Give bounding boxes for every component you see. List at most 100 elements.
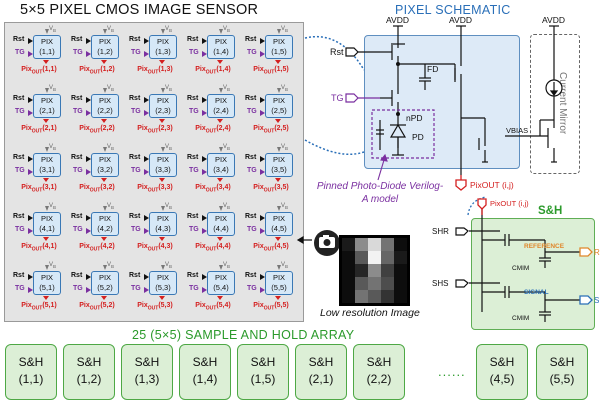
low-res-pixel-4-4 bbox=[381, 277, 394, 290]
fd-capacitor bbox=[419, 64, 431, 90]
low-res-pixel-5-3 bbox=[368, 290, 381, 303]
pixout-arrow-icon bbox=[217, 60, 223, 64]
pixout-label: PixOUT(5,4) bbox=[195, 302, 231, 312]
vb-arrow-icon bbox=[219, 206, 223, 211]
vb-label: VB bbox=[49, 144, 57, 152]
tg-label: TG bbox=[15, 49, 25, 56]
tg-label: TG bbox=[15, 285, 25, 292]
sample-hold-circuit bbox=[469, 205, 580, 322]
low-res-pixel-1-2 bbox=[355, 238, 368, 251]
low-res-pixel-1-5 bbox=[394, 238, 407, 251]
sample-hold-input-port bbox=[477, 198, 487, 215]
pixout-arrow-icon bbox=[275, 119, 281, 123]
sh-block-label: S&H bbox=[489, 355, 515, 369]
low-res-pixel-5-1 bbox=[342, 290, 355, 303]
pixout-arrow-icon bbox=[159, 60, 165, 64]
schematic-pixout-port bbox=[455, 175, 467, 191]
tg-label: TG bbox=[15, 108, 25, 115]
sh-block-label: S&H bbox=[250, 355, 276, 369]
vb-label: VB bbox=[281, 262, 289, 270]
sh-input-label: PixOUT (i,j) bbox=[490, 199, 529, 208]
camera-arrow bbox=[296, 235, 312, 245]
low-res-pixel-1-4 bbox=[381, 238, 394, 251]
pixout-label: PixOUT(5,1) bbox=[21, 302, 57, 312]
rst-arrow-icon bbox=[260, 156, 265, 162]
vb-label: VB bbox=[107, 203, 115, 211]
pix-block: PIX(1,5) bbox=[265, 35, 293, 59]
rst-arrow-icon bbox=[86, 274, 91, 280]
pixout-label: PixOUT(2,1) bbox=[21, 125, 57, 135]
pix-block: PIX(2,4) bbox=[207, 94, 235, 118]
vb-arrow-icon bbox=[45, 206, 49, 211]
rst-label: Rst bbox=[187, 272, 199, 279]
tg-arrow-icon bbox=[202, 287, 207, 293]
npd-label: nPD bbox=[406, 113, 423, 123]
pixout-label: PixOUT(5,2) bbox=[79, 302, 115, 312]
low-res-pixel-2-2 bbox=[355, 251, 368, 264]
rst-arrow-icon bbox=[28, 274, 33, 280]
tg-label: TG bbox=[73, 167, 83, 174]
rst-label: Rst bbox=[245, 36, 257, 43]
rst-label: Rst bbox=[129, 36, 141, 43]
rst-label: Rst bbox=[13, 95, 25, 102]
tg-label: TG bbox=[15, 226, 25, 233]
tg-arrow-icon bbox=[28, 169, 33, 175]
pixout-label: PixOUT(4,2) bbox=[79, 243, 115, 253]
rst-label: Rst bbox=[129, 213, 141, 220]
vb-label: VB bbox=[223, 26, 231, 34]
tg-label: TG bbox=[131, 108, 141, 115]
low-res-pixel-3-5 bbox=[394, 264, 407, 277]
tg-arrow-icon bbox=[202, 51, 207, 57]
pix-block: PIX(2,5) bbox=[265, 94, 293, 118]
vb-arrow-icon bbox=[103, 206, 107, 211]
tg-arrow-icon bbox=[260, 51, 265, 57]
pix-block: PIX(1,3) bbox=[149, 35, 177, 59]
pixout-label: PixOUT(1,5) bbox=[253, 66, 289, 76]
sh-array-ellipsis: ...... bbox=[438, 364, 466, 379]
pix-block: PIX(1,1) bbox=[33, 35, 61, 59]
sh-block-label: S&H bbox=[134, 355, 160, 369]
sample-hold-shs-port bbox=[455, 279, 469, 288]
tg-label: TG bbox=[73, 226, 83, 233]
pix-block: PIX(3,3) bbox=[149, 153, 177, 177]
sh-block-2-2: S&H(2,2) bbox=[353, 344, 405, 400]
rst-label: Rst bbox=[71, 213, 83, 220]
sh-block-1-2: S&H(1,2) bbox=[63, 344, 115, 400]
tg-arrow-icon bbox=[260, 169, 265, 175]
vb-label: VB bbox=[281, 85, 289, 93]
rst-label: Rst bbox=[71, 272, 83, 279]
rst-arrow-icon bbox=[86, 38, 91, 44]
rst-label: Rst bbox=[187, 213, 199, 220]
pixout-arrow-icon bbox=[43, 296, 49, 300]
vb-label: VB bbox=[107, 262, 115, 270]
pixel-schematic-circuit bbox=[380, 26, 530, 175]
low-res-pixel-3-1 bbox=[342, 264, 355, 277]
vb-label: VB bbox=[49, 203, 57, 211]
rst-arrow-icon bbox=[260, 97, 265, 103]
vb-arrow-icon bbox=[219, 147, 223, 152]
tg-arrow-icon bbox=[28, 287, 33, 293]
pixout-arrow-icon bbox=[275, 60, 281, 64]
tg-arrow-icon bbox=[260, 228, 265, 234]
rst-arrow-icon bbox=[202, 274, 207, 280]
vbias-label: VBIAS bbox=[506, 126, 528, 135]
cmim-2-label: CMIM bbox=[512, 315, 529, 322]
pix-block: PIX(2,2) bbox=[91, 94, 119, 118]
low-res-image bbox=[339, 235, 410, 306]
low-res-pixel-2-1 bbox=[342, 251, 355, 264]
rst-label: Rst bbox=[129, 154, 141, 161]
camera-icon bbox=[314, 230, 340, 256]
sh-block-2-1: S&H(2,1) bbox=[295, 344, 347, 400]
low-res-pixel-3-3 bbox=[368, 264, 381, 277]
pixout-arrow-icon bbox=[159, 119, 165, 123]
pixout-arrow-icon bbox=[275, 237, 281, 241]
vb-label: VB bbox=[223, 262, 231, 270]
